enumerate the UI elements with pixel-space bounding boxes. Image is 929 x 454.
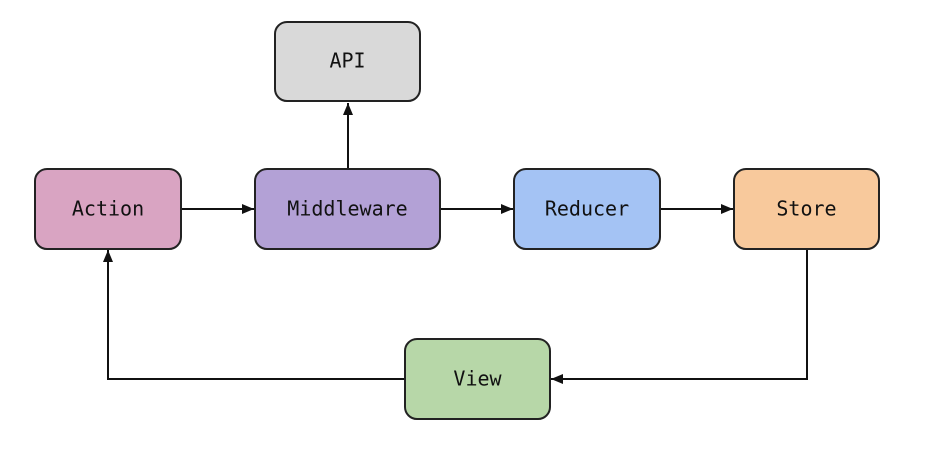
node-middleware: Middleware bbox=[254, 168, 441, 250]
node-api: API bbox=[274, 21, 421, 102]
node-store: Store bbox=[733, 168, 880, 250]
edge-view-to-action bbox=[103, 250, 405, 380]
node-store-box bbox=[733, 168, 880, 250]
node-middleware-box bbox=[254, 168, 441, 250]
node-view: View bbox=[404, 338, 551, 420]
node-view-box bbox=[404, 338, 551, 420]
node-reducer-label: Reducer bbox=[545, 197, 629, 221]
node-store-label: Store bbox=[776, 197, 836, 221]
node-api-label: API bbox=[329, 49, 365, 73]
node-api-box bbox=[274, 21, 421, 102]
node-view-label: View bbox=[453, 367, 502, 391]
node-reducer-box bbox=[513, 168, 661, 250]
node-action: Action bbox=[34, 168, 182, 250]
node-action-box bbox=[34, 168, 182, 250]
node-reducer: Reducer bbox=[513, 168, 661, 250]
edges bbox=[103, 103, 808, 384]
node-middleware-label: Middleware bbox=[287, 197, 407, 221]
edge-store-to-view bbox=[551, 250, 808, 384]
node-action-label: Action bbox=[72, 197, 144, 221]
